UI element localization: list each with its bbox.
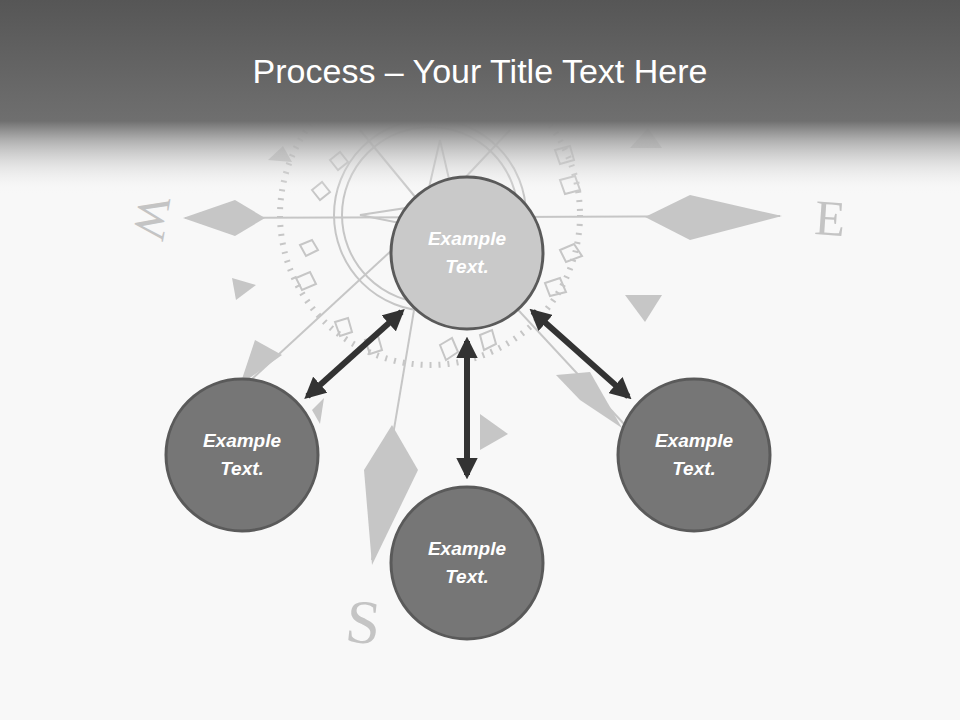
circle-shape bbox=[391, 487, 543, 639]
title-band bbox=[0, 0, 960, 195]
process-circle: Example Text. bbox=[616, 377, 772, 533]
compass-letter: E bbox=[813, 192, 847, 244]
process-circle: Example Text. bbox=[164, 377, 320, 533]
circle-outline bbox=[164, 377, 320, 533]
compass-letter: S bbox=[343, 589, 384, 654]
process-circle: Example Text. bbox=[389, 175, 545, 331]
double-arrow bbox=[307, 312, 401, 396]
compass-letter: W bbox=[126, 193, 179, 244]
circle-outline bbox=[389, 485, 545, 641]
node-label: Example Text. bbox=[411, 535, 523, 592]
slide-title: Process – Your Title Text Here bbox=[0, 52, 960, 91]
node-label: Example Text. bbox=[638, 427, 750, 484]
circle-shape bbox=[391, 177, 543, 329]
process-circle: Example Text. bbox=[389, 485, 545, 641]
circle-outline bbox=[616, 377, 772, 533]
double-arrow bbox=[533, 312, 629, 397]
double-arrow bbox=[464, 341, 470, 475]
circle-outline bbox=[389, 175, 545, 331]
circle-shape bbox=[618, 379, 770, 531]
node-label: Example Text. bbox=[186, 427, 298, 484]
node-label: Example Text. bbox=[411, 225, 523, 282]
circle-shape bbox=[166, 379, 318, 531]
